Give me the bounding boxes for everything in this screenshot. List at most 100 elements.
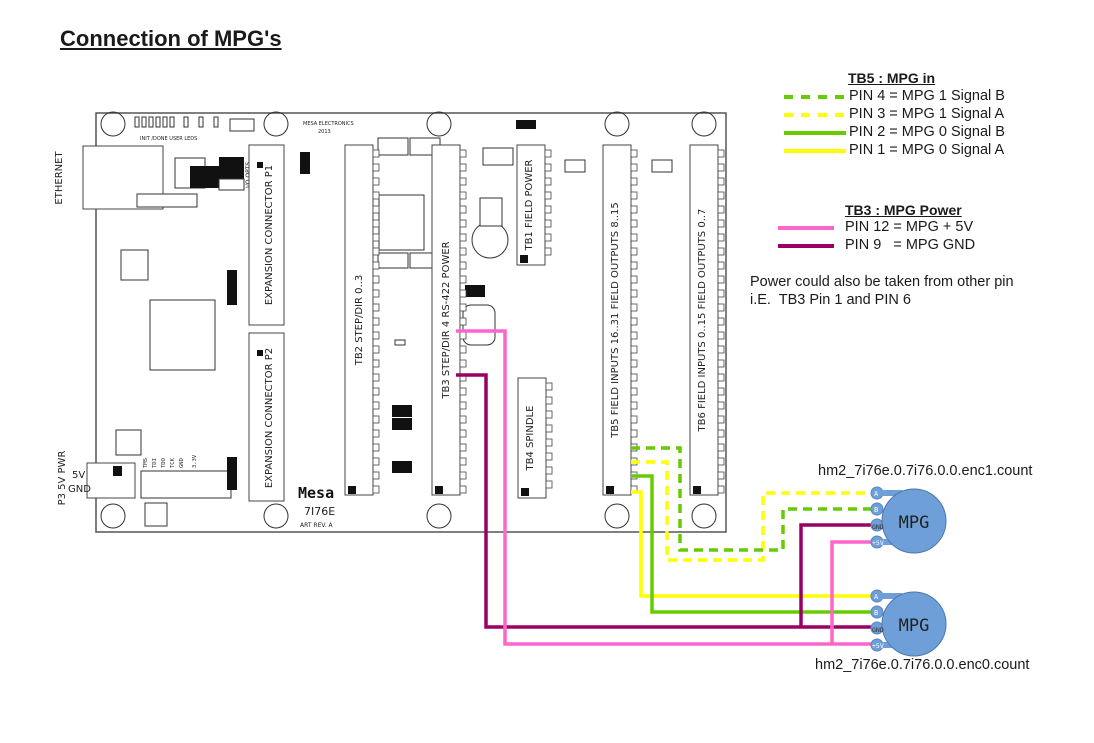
wire-mpg1-signal-a xyxy=(631,460,872,562)
terminal-pin xyxy=(459,317,467,326)
terminal-pin xyxy=(630,331,638,340)
mpg1-pin-a-label: A xyxy=(874,490,879,498)
mounting-hole xyxy=(263,111,289,137)
jtag-header xyxy=(140,470,232,499)
terminal-pin xyxy=(545,382,553,391)
terminal-pin xyxy=(544,163,552,172)
terminal-pin xyxy=(717,485,725,494)
terminal-pin xyxy=(717,233,725,242)
terminal-pin xyxy=(544,177,552,186)
terminal-pin xyxy=(630,163,638,172)
terminal-pin xyxy=(630,401,638,410)
terminal-pin xyxy=(372,415,380,424)
terminal-pin xyxy=(544,247,552,256)
terminal-pin xyxy=(717,471,725,480)
terminal-pin xyxy=(459,359,467,368)
terminal-pin xyxy=(630,317,638,326)
terminal-pin xyxy=(459,205,467,214)
terminal-pin xyxy=(459,233,467,242)
terminal-pin xyxy=(717,247,725,256)
terminal-pin xyxy=(630,205,638,214)
terminal-pin xyxy=(630,247,638,256)
terminal-pin xyxy=(545,480,553,489)
terminal-pin xyxy=(459,485,467,494)
expansion-connector-p1 xyxy=(248,144,285,326)
mpg0-pin-b-label: B xyxy=(874,609,878,617)
ethernet-label: ETHERNET xyxy=(54,151,65,205)
terminal-pin xyxy=(545,424,553,433)
terminal-pin xyxy=(630,429,638,438)
mounting-hole xyxy=(604,503,630,529)
p3-5v-label: 5V xyxy=(72,470,85,481)
mpg0-pin-gnd-label: GND xyxy=(872,626,884,634)
terminal-pin xyxy=(717,373,725,382)
wire-5v xyxy=(456,329,872,646)
mpg0-label: MPG xyxy=(899,616,930,636)
terminal-pin xyxy=(372,443,380,452)
terminal-pin xyxy=(545,396,553,405)
mpg0-hal-pin-label: hm2_7i76e.0.7i76.0.0.enc0.count xyxy=(815,657,1030,673)
terminal-pin xyxy=(459,163,467,172)
terminal-pin xyxy=(372,373,380,382)
terminal-pin xyxy=(717,275,725,284)
mpg1-body xyxy=(881,488,947,554)
terminal-pin xyxy=(630,275,638,284)
terminal-pin xyxy=(459,219,467,228)
mounting-hole xyxy=(691,503,717,529)
terminal-pin xyxy=(372,261,380,270)
wire-gnd-mpg1 xyxy=(799,523,872,627)
terminal-pin xyxy=(630,415,638,424)
mpg0-pin-b xyxy=(870,605,884,619)
terminal-pin xyxy=(717,331,725,340)
terminal-pin xyxy=(459,191,467,200)
mounting-hole xyxy=(426,111,452,137)
terminal-pin xyxy=(717,261,725,270)
p3-power-label: P3 5V PWR xyxy=(57,451,68,506)
legend-swatch-pin4 xyxy=(784,95,846,99)
terminal-pin xyxy=(372,485,380,494)
mpg1-pin-5v-label: +5V xyxy=(872,539,884,547)
terminal-pin xyxy=(630,359,638,368)
jtag-pin-label: TCK xyxy=(170,457,176,468)
jtag-pin-label: TMS xyxy=(143,458,149,468)
terminal-pin xyxy=(372,191,380,200)
terminal-pin xyxy=(630,191,638,200)
mpg1-pin-b xyxy=(870,502,884,516)
mpg1-pin-gnd-label: GND xyxy=(872,523,884,531)
terminal-pin xyxy=(630,373,638,382)
jtag-pin-label: TDI xyxy=(152,458,158,468)
terminal-pin xyxy=(372,345,380,354)
terminal-pin xyxy=(459,345,467,354)
wire-gnd xyxy=(456,373,872,629)
terminal-pin xyxy=(372,163,380,172)
wire-mpg0-signal-b xyxy=(631,474,872,614)
terminal-pin xyxy=(372,429,380,438)
terminal-pin xyxy=(717,429,725,438)
mpg0-body xyxy=(881,591,947,657)
legend-item-pin3: PIN 3 = MPG 1 Signal A xyxy=(849,106,1005,122)
mounting-hole xyxy=(426,503,452,529)
terminal-pin xyxy=(459,457,467,466)
legend-swatch-pin3 xyxy=(784,113,846,117)
terminal-pin xyxy=(717,289,725,298)
terminal-pin xyxy=(717,387,725,396)
terminal-pin xyxy=(717,415,725,424)
mpg1-hal-pin-label: hm2_7i76e.0.7i76.0.0.enc1.count xyxy=(818,463,1033,479)
p2-label: EXPANSION CONNECTOR P2 xyxy=(264,348,275,488)
p3-power-connector xyxy=(86,462,136,499)
mpg0-pin-5v-label: +5V xyxy=(872,642,884,650)
terminal-pin xyxy=(372,303,380,312)
legend-tb5-title: TB5 : MPG in xyxy=(848,70,936,86)
p1-label: EXPANSION CONNECTOR P1 xyxy=(264,165,275,305)
mpg0-encoder: MPG A B GND +5V xyxy=(870,589,947,657)
terminal-pin xyxy=(545,410,553,419)
terminal-pin xyxy=(459,261,467,270)
year-label: 2013 xyxy=(318,129,331,135)
terminal-pin xyxy=(544,149,552,158)
model-label: 7I76E xyxy=(304,505,335,518)
terminal-pin xyxy=(372,471,380,480)
terminal-pin xyxy=(372,457,380,466)
terminal-pin xyxy=(372,401,380,410)
terminal-pin xyxy=(459,331,467,340)
terminal-pin xyxy=(372,331,380,340)
